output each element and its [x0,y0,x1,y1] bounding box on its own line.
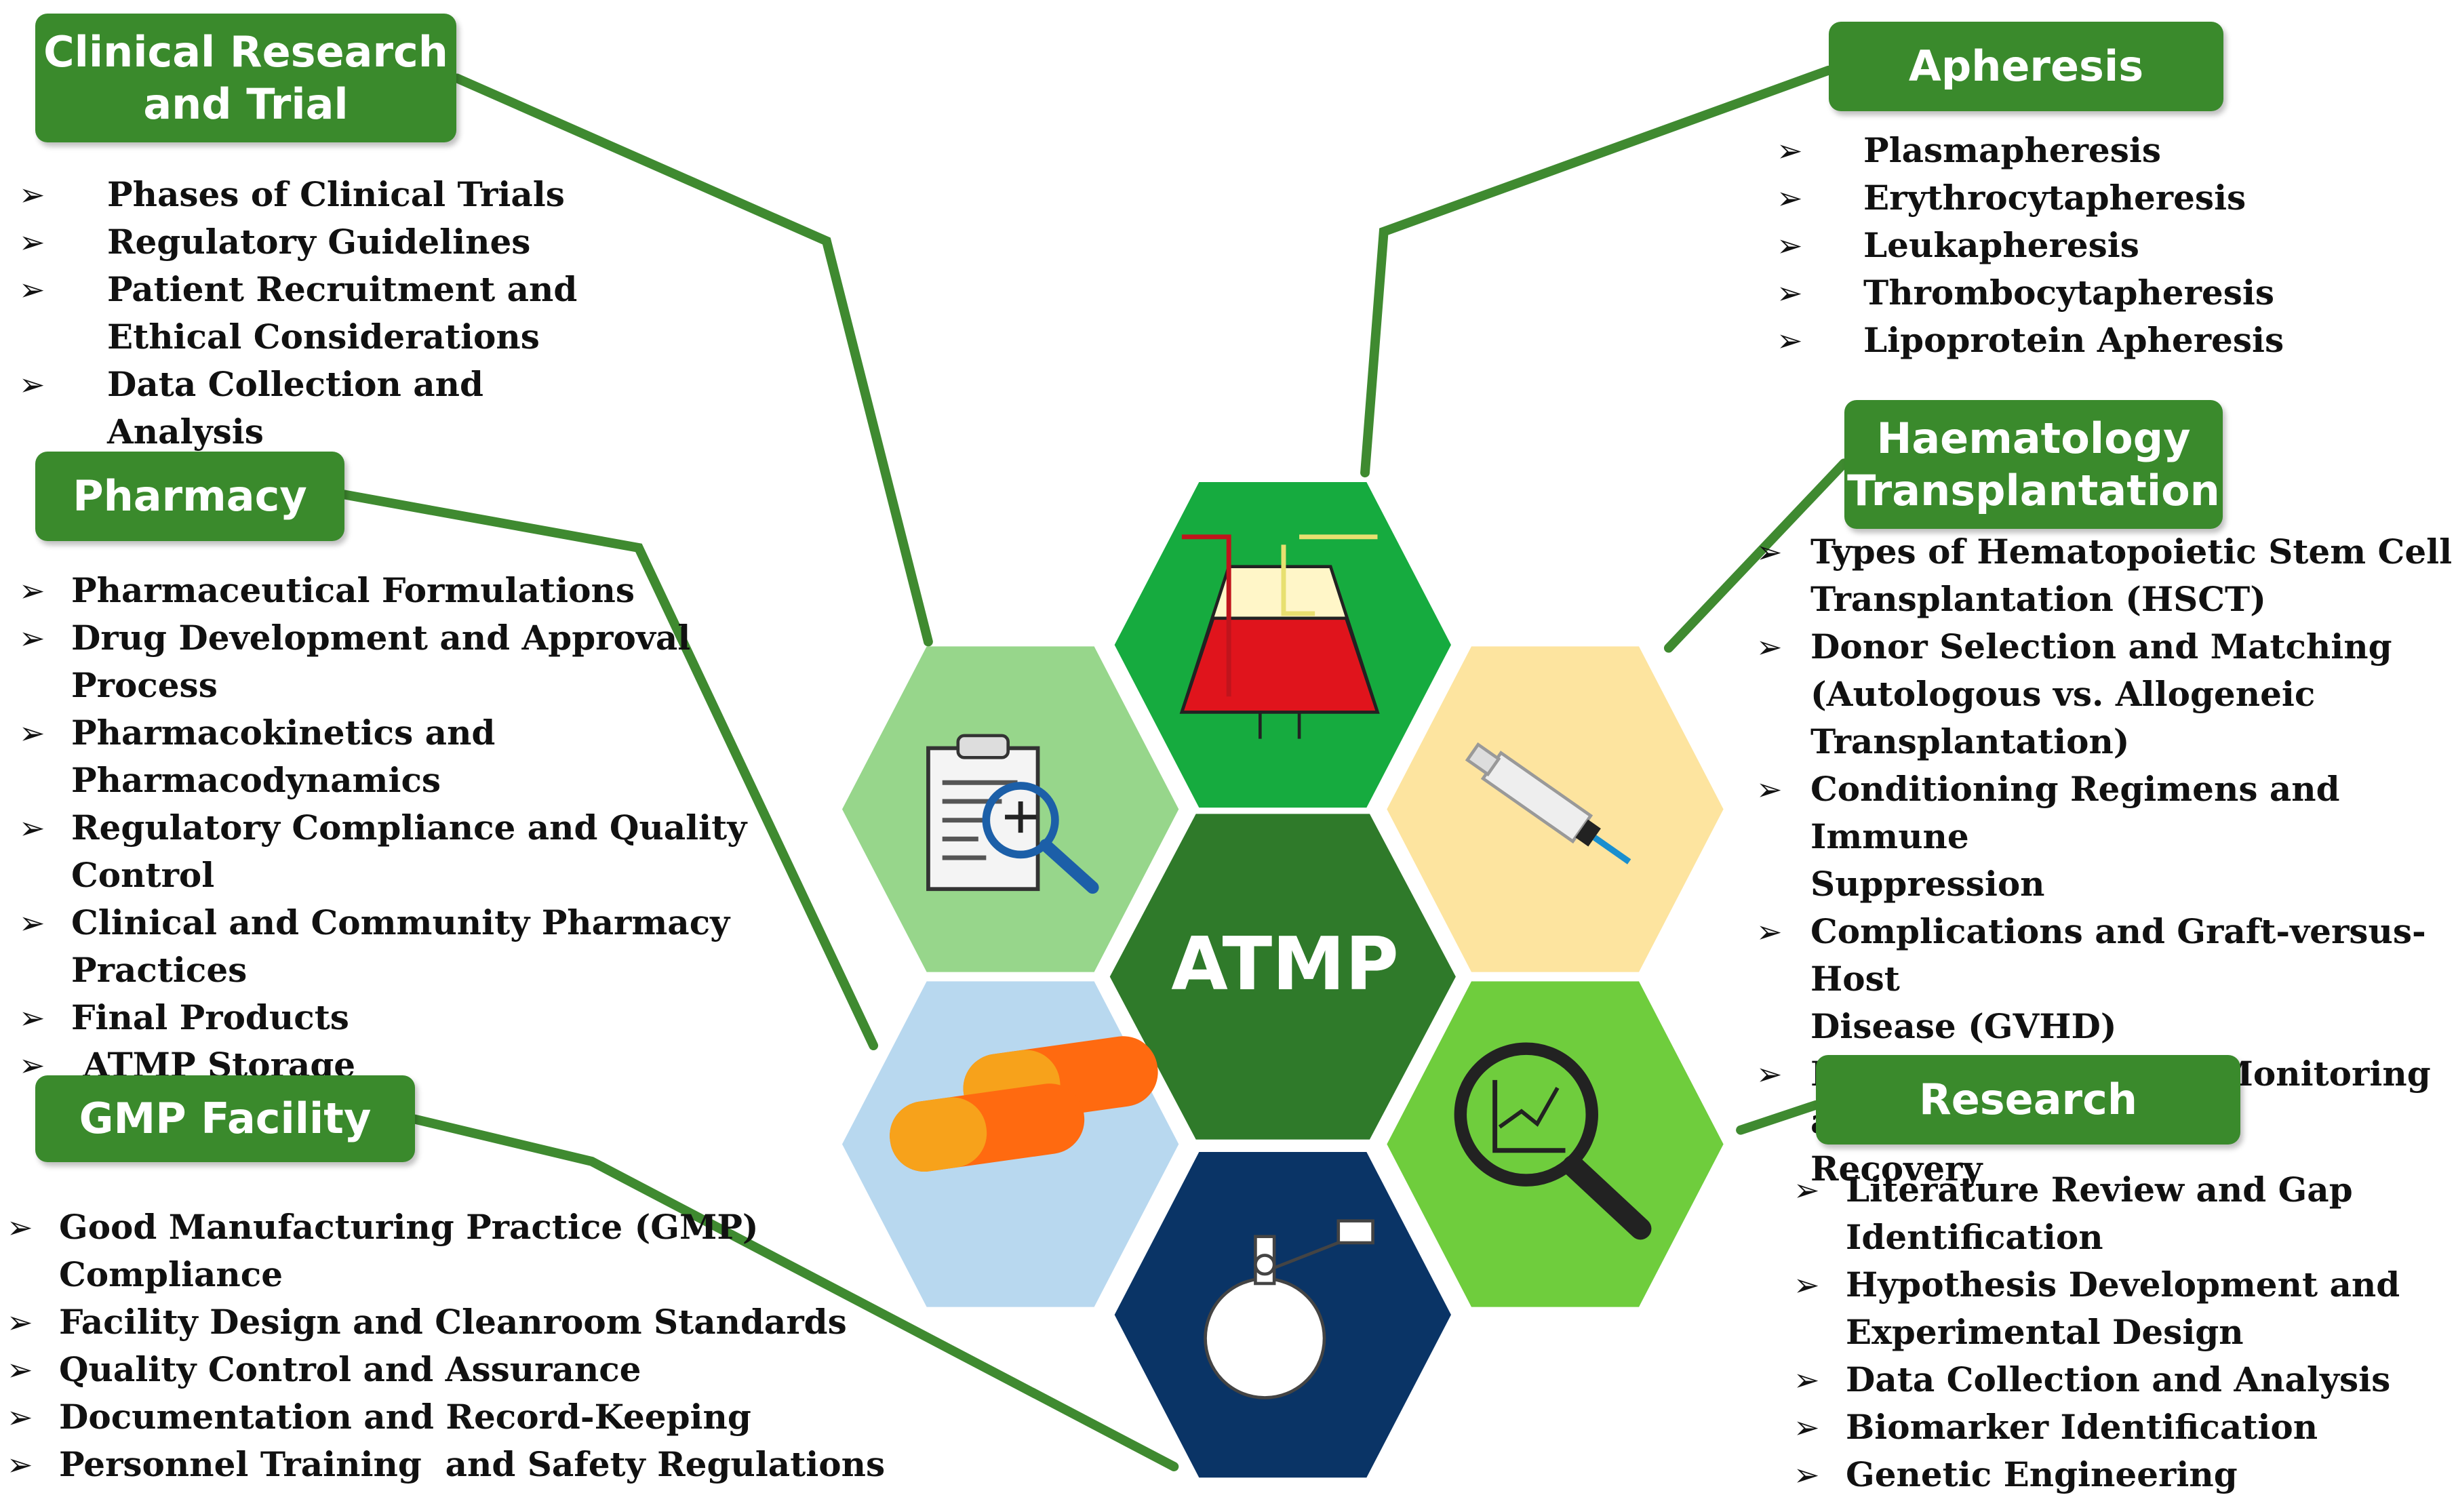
list-item: ➢Data Collection and Analysis [1794,1356,2444,1404]
list-item: ➢Conditioning Regimens and Immune Suppre… [1756,765,2455,908]
arrow-bullet-icon: ➢ [1794,1456,1820,1493]
research-list: ➢Literature Review and Gap Identificatio… [1794,1166,2444,1498]
lab-flask-icon [1204,1219,1374,1399]
connector-gmp [410,1114,1179,1471]
list-item: ➢Final Products [19,994,833,1041]
hex-center [1109,814,1456,1140]
list-item: ➢Hypothesis Development and Experimental… [1794,1261,2444,1356]
arrow-bullet-icon: ➢ [1794,1361,1820,1398]
apheresis-title: Apheresis [1908,41,2144,92]
arrow-bullet-icon: ➢ [7,1304,33,1340]
list-item: ➢Quality Control and Assurance [7,1346,854,1393]
arrow-bullet-icon: ➢ [1777,180,1803,216]
list-item: ➢Clinical and Community Pharmacy Practic… [19,899,833,994]
list-item: ➢Erythrocytapheresis [1777,174,2387,222]
list-item: ➢Data Collection and Analysis [19,361,629,456]
list-item: ➢Drug Development and Approval Process [19,614,833,709]
capsules-icon [890,1036,1158,1172]
list-item: ➢Complications and Graft-versus-Host Dis… [1756,908,2455,1050]
gmp-title-box: GMP Facility [35,1075,415,1162]
list-item: ➢Genetic Engineering [1794,1451,2444,1498]
clinical-list: ➢Phases of Clinical Trials ➢Regulatory G… [19,171,629,456]
connector-pharmacy [339,490,879,1051]
haematology-title: Haematology Transplantation [1847,413,2220,516]
list-item: ➢Patient Recruitment and Ethical Conside… [19,266,629,361]
arrow-bullet-icon: ➢ [1794,1409,1820,1446]
arrow-bullet-icon: ➢ [1777,275,1803,311]
arrow-bullet-icon: ➢ [7,1351,33,1388]
hex-research [1387,981,1724,1307]
list-item: ➢Pharmacokinetics and Pharmacodynamics [19,709,833,804]
pharmacy-title: Pharmacy [73,471,307,521]
haematology-title-box: Haematology Transplantation [1844,400,2223,529]
arrow-bullet-icon: ➢ [19,271,45,308]
list-item: ➢Facility Design and Cleanroom Standards [7,1298,854,1346]
arrow-bullet-icon: ➢ [1777,227,1803,264]
list-item: ➢Types of Hematopoietic Stem Cell Transp… [1756,528,2455,623]
arrow-bullet-icon: ➢ [1756,913,1783,950]
arrow-bullet-icon: ➢ [1756,771,1783,808]
list-item: ➢Biomarker Identification [1794,1404,2444,1451]
list-item: ➢Good Manufacturing Practice (GMP) Compl… [7,1203,854,1298]
arrow-bullet-icon: ➢ [7,1399,33,1435]
apheresis-title-box: Apheresis [1829,22,2223,111]
arrow-bullet-icon: ➢ [7,1209,33,1246]
list-item: ➢Thrombocytapheresis [1777,269,2387,317]
arrow-bullet-icon: ➢ [19,999,45,1036]
arrow-bullet-icon: ➢ [1777,132,1803,169]
arrow-bullet-icon: ➢ [1777,322,1803,359]
research-title: Research [1918,1075,2138,1125]
haematology-list: ➢Types of Hematopoietic Stem Cell Transp… [1756,528,2455,1193]
arrow-bullet-icon: ➢ [1756,534,1783,570]
arrow-bullet-icon: ➢ [19,176,45,213]
arrow-bullet-icon: ➢ [1794,1172,1820,1208]
connector-research [1736,1100,1821,1135]
center-label: ATMP [1171,922,1399,1007]
arrow-bullet-icon: ➢ [19,224,45,260]
list-item: ➢Phases of Clinical Trials [19,171,629,218]
syringe-icon [1465,742,1631,864]
blood-bag-icon [1179,534,1380,739]
list-item: ➢Plasmapheresis [1777,127,2387,174]
arrow-bullet-icon: ➢ [19,620,45,656]
arrow-bullet-icon: ➢ [7,1446,33,1483]
connector-clinical [452,73,933,647]
list-item: ➢Personnel Training and Safety Regulatio… [7,1441,885,1488]
gmp-list: ➢Good Manufacturing Practice (GMP) Compl… [7,1203,885,1488]
list-item: ➢Leukapheresis [1777,222,2387,269]
arrow-bullet-icon: ➢ [19,366,45,403]
apheresis-list: ➢Plasmapheresis ➢Erythrocytapheresis ➢Le… [1777,127,2387,364]
chart-magnifier-icon [1454,1042,1652,1240]
arrow-bullet-icon: ➢ [19,904,45,941]
list-item: ➢Donor Selection and Matching (Autologou… [1756,623,2455,765]
gmp-title: GMP Facility [79,1094,372,1144]
pharmacy-list: ➢Pharmaceutical Formulations ➢Drug Devel… [19,567,833,1089]
list-item: ➢Literature Review and Gap Identificatio… [1794,1166,2444,1261]
pharmacy-title-box: Pharmacy [35,452,344,541]
clinical-title-box: Clinical Research and Trial [35,14,456,142]
arrow-bullet-icon: ➢ [19,810,45,846]
list-item: ➢Documentation and Record-Keeping [7,1393,854,1441]
clinical-title: Clinical Research and Trial [43,26,448,130]
arrow-bullet-icon: ➢ [19,572,45,609]
arrow-bullet-icon: ➢ [1756,629,1783,665]
list-item: ➢Regulatory Guidelines [19,218,629,266]
list-item: ➢Lipoprotein Apheresis [1777,317,2387,364]
arrow-bullet-icon: ➢ [19,715,45,751]
arrow-bullet-icon: ➢ [1794,1267,1820,1303]
research-title-box: Research [1816,1055,2240,1145]
arrow-bullet-icon: ➢ [1756,1056,1783,1092]
clipboard-magnifier-icon [926,734,1099,894]
connector-apheresis [1360,65,1834,478]
list-item: ➢Pharmaceutical Formulations [19,567,833,614]
connector-haematology [1663,458,1849,653]
list-item: ➢Regulatory Compliance and Quality Contr… [19,804,833,899]
